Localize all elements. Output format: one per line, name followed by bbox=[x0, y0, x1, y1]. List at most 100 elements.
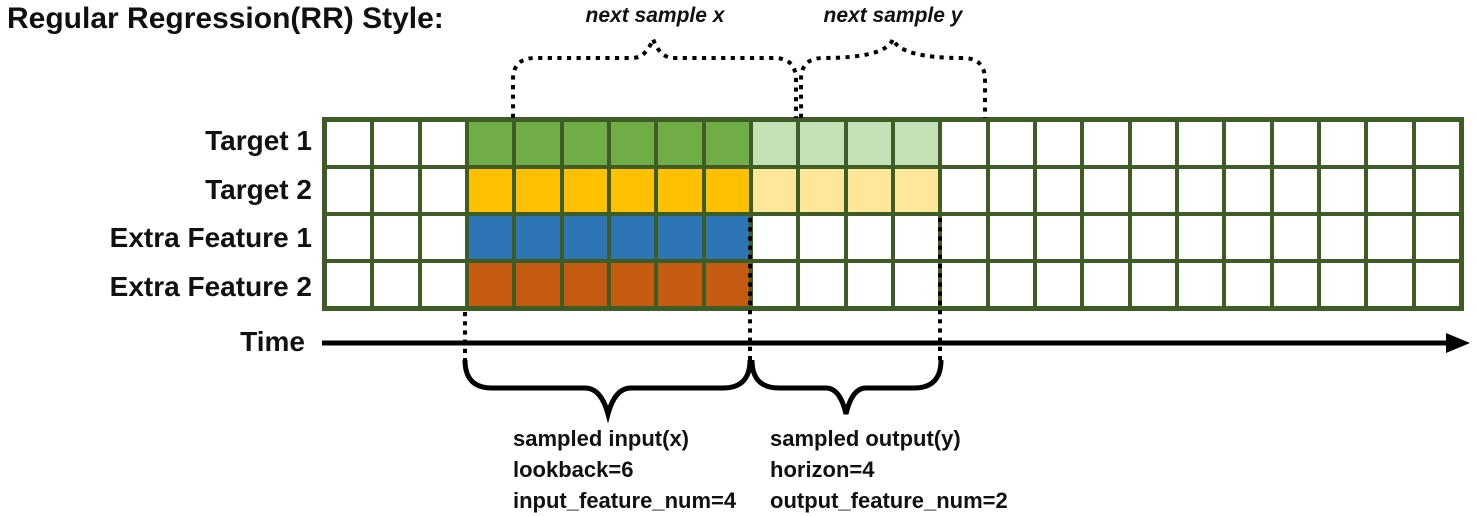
grid-cell bbox=[942, 169, 986, 212]
grid-cell bbox=[610, 169, 655, 212]
grid-cell bbox=[468, 263, 513, 306]
output-brace bbox=[749, 359, 944, 415]
grid-cell bbox=[1320, 122, 1365, 165]
caption-output-title: sampled output(y) bbox=[770, 426, 961, 451]
grid-cell bbox=[1368, 216, 1412, 259]
grid-cell bbox=[1131, 169, 1175, 212]
grid-cell bbox=[989, 263, 1033, 306]
grid-cell bbox=[942, 263, 986, 306]
grid-cell bbox=[847, 169, 891, 212]
grid-cell bbox=[516, 216, 560, 259]
grid-cell bbox=[421, 122, 465, 165]
grid-cell bbox=[658, 122, 702, 165]
grid-cell bbox=[658, 216, 702, 259]
grid-cell bbox=[989, 216, 1033, 259]
grid-cell bbox=[1273, 216, 1317, 259]
grid-cell bbox=[1415, 122, 1459, 165]
grid-cell bbox=[705, 216, 749, 259]
grid-cell bbox=[374, 216, 418, 259]
grid-cell bbox=[610, 263, 655, 306]
annotation-next-sample-x: next sample x bbox=[585, 4, 725, 27]
grid-cell bbox=[800, 122, 844, 165]
grid bbox=[322, 117, 1464, 311]
grid-cell bbox=[327, 169, 371, 212]
grid-cell bbox=[847, 122, 891, 165]
grid-cell bbox=[1131, 263, 1175, 306]
grid-cell bbox=[894, 122, 939, 165]
grid-cell bbox=[421, 169, 465, 212]
grid-cell bbox=[658, 169, 702, 212]
grid-cell bbox=[1178, 169, 1223, 212]
caption-output-horizon: horizon=4 bbox=[770, 457, 875, 482]
grid-cell bbox=[1226, 122, 1270, 165]
grid-cell bbox=[563, 169, 607, 212]
grid-cell bbox=[1368, 263, 1412, 306]
grid-cell bbox=[1415, 216, 1459, 259]
grid-cell bbox=[468, 216, 513, 259]
time-axis-label: Time bbox=[240, 326, 305, 357]
row-label-extra-feature-2: Extra Feature 2 bbox=[109, 270, 312, 302]
grid-cell bbox=[1320, 169, 1365, 212]
row-label-target-2: Target 2 bbox=[205, 173, 312, 205]
grid-cell bbox=[1084, 169, 1128, 212]
grid-cell bbox=[374, 263, 418, 306]
time-axis-arrowhead bbox=[1446, 333, 1470, 353]
grid-cell bbox=[516, 122, 560, 165]
grid-cell bbox=[1084, 122, 1128, 165]
grid-cell bbox=[942, 216, 986, 259]
grid-cell bbox=[894, 169, 939, 212]
row-labels: Target 1 Target 2 Extra Feature 1 Extra … bbox=[0, 117, 312, 311]
grid-cell bbox=[705, 263, 749, 306]
caption-input-lookback: lookback=6 bbox=[513, 457, 634, 482]
grid-cell bbox=[752, 263, 797, 306]
grid-cell bbox=[752, 216, 797, 259]
grid-cell bbox=[421, 216, 465, 259]
grid-cell bbox=[1226, 263, 1270, 306]
grid-cell bbox=[516, 169, 560, 212]
grid-cell bbox=[374, 122, 418, 165]
grid-cell bbox=[1320, 263, 1365, 306]
grid-cell bbox=[1036, 216, 1081, 259]
page-title: Regular Regression(RR) Style: bbox=[7, 2, 444, 35]
grid-cell bbox=[1226, 216, 1270, 259]
grid-cell bbox=[610, 216, 655, 259]
grid-cell bbox=[1320, 216, 1365, 259]
grid-cell bbox=[563, 216, 607, 259]
grid-cell bbox=[705, 169, 749, 212]
input-brace bbox=[462, 359, 753, 424]
row-label-target-1: Target 1 bbox=[205, 125, 312, 157]
grid-cell bbox=[989, 122, 1033, 165]
grid-cell bbox=[752, 169, 797, 212]
grid-cell bbox=[800, 169, 844, 212]
grid-cell bbox=[1273, 169, 1317, 212]
grid-cell bbox=[942, 122, 986, 165]
row-label-extra-feature-1: Extra Feature 1 bbox=[109, 222, 312, 254]
next-sample-y-brace bbox=[799, 33, 987, 118]
grid-cell bbox=[327, 263, 371, 306]
grid-cell bbox=[563, 263, 607, 306]
grid-cell bbox=[894, 263, 939, 306]
grid-cell bbox=[374, 169, 418, 212]
grid-cell bbox=[610, 122, 655, 165]
grid-cell bbox=[1084, 216, 1128, 259]
grid-cell bbox=[752, 122, 797, 165]
grid-cell bbox=[705, 122, 749, 165]
grid-cell bbox=[1036, 122, 1081, 165]
grid-cell bbox=[327, 216, 371, 259]
grid-cell bbox=[1131, 122, 1175, 165]
grid-cell bbox=[1178, 263, 1223, 306]
grid-cell bbox=[1368, 122, 1412, 165]
next-sample-x-brace bbox=[511, 33, 798, 118]
grid-cell bbox=[327, 122, 371, 165]
grid-cell bbox=[847, 216, 891, 259]
caption-input-feature-num: input_feature_num=4 bbox=[513, 488, 737, 513]
caption-input: sampled input(x) lookback=6 input_featur… bbox=[513, 423, 736, 516]
grid-cell bbox=[1131, 216, 1175, 259]
annotation-next-sample-y: next sample y bbox=[823, 4, 963, 27]
caption-output: sampled output(y) horizon=4 output_featu… bbox=[770, 423, 1008, 516]
grid-cell bbox=[1273, 122, 1317, 165]
grid-cell bbox=[1036, 263, 1081, 306]
grid-cell bbox=[847, 263, 891, 306]
grid-cell bbox=[1226, 169, 1270, 212]
grid-cell bbox=[800, 263, 844, 306]
